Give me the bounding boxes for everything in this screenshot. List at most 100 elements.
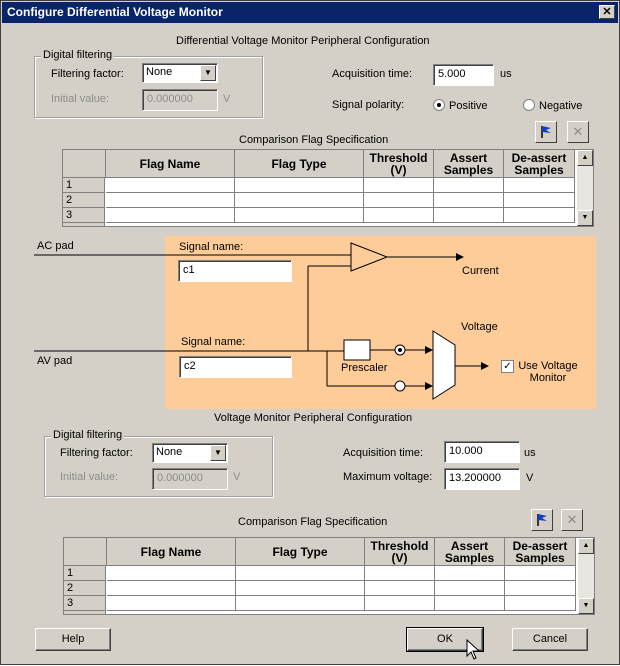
table-cell[interactable] [235, 193, 364, 208]
vm-heading: Voltage Monitor Peripheral Configuration [214, 412, 413, 424]
vm-corner-header [64, 538, 107, 566]
vm-col-flag-type[interactable]: Flag Type [236, 538, 365, 566]
vm-col-assert[interactable]: Assert Samples [435, 538, 505, 566]
table-cell[interactable] [435, 566, 505, 581]
dvm-col-assert[interactable]: Assert Samples [434, 150, 504, 178]
maximum-voltage-unit: V [526, 472, 534, 484]
table-cell[interactable] [107, 566, 236, 581]
vm-filtering-factor-select[interactable]: None ▼ [152, 443, 228, 463]
table-cell[interactable] [435, 581, 505, 596]
chevron-down-icon[interactable]: ▼ [200, 65, 216, 81]
table-cell[interactable] [365, 596, 435, 611]
table-row[interactable]: 3 [63, 208, 105, 223]
maximum-voltage-label: Maximum voltage: [343, 471, 433, 483]
table-cell[interactable] [236, 581, 365, 596]
vm-add-flag-button[interactable] [531, 509, 553, 531]
vm-delete-flag-button[interactable]: ✕ [561, 509, 583, 531]
vm-flag-heading: Comparison Flag Specification [238, 516, 388, 528]
table-cell[interactable] [505, 596, 576, 611]
table-cell[interactable] [364, 208, 434, 223]
table-cell[interactable] [434, 208, 504, 223]
dvm-flag-table[interactable]: Flag Name Flag Type Threshold (V) Assert… [62, 149, 594, 227]
vm-col-deassert[interactable]: De-assert Samples [505, 538, 576, 566]
dvm-digital-filtering-legend: Digital filtering [41, 49, 115, 61]
vm-initial-value-unit: V [233, 471, 241, 483]
table-cell[interactable] [505, 581, 576, 596]
vm-col-threshold[interactable]: Threshold (V) [365, 538, 435, 566]
table-cell[interactable] [107, 596, 236, 611]
vm-filtering-factor-value: None [156, 446, 183, 458]
dvm-filtering-factor-select[interactable]: None ▼ [142, 63, 218, 83]
table-cell[interactable] [106, 193, 235, 208]
polarity-negative-label[interactable]: Negative [539, 100, 583, 112]
scroll-down-icon[interactable]: ▼ [577, 210, 593, 226]
table-cell[interactable] [365, 566, 435, 581]
voltage-label: Voltage [461, 321, 498, 333]
scroll-up-icon[interactable]: ▲ [577, 150, 593, 166]
current-label: Current [462, 265, 499, 277]
table-row[interactable]: 1 [63, 178, 105, 193]
vm-acquisition-time-field[interactable]: 10.000 [444, 441, 520, 463]
dvm-col-flag-name[interactable]: Flag Name [106, 150, 235, 178]
table-cell[interactable] [505, 566, 576, 581]
dvm-flag-heading: Comparison Flag Specification [239, 134, 389, 146]
table-cell[interactable] [236, 596, 365, 611]
table-cell[interactable] [107, 581, 236, 596]
polarity-positive-label[interactable]: Positive [449, 100, 488, 112]
close-icon[interactable]: ✕ [599, 5, 615, 19]
dvm-col-deassert[interactable]: De-assert Samples [504, 150, 575, 178]
table-row[interactable] [64, 611, 106, 614]
maximum-voltage-field[interactable]: 13.200000 [444, 468, 520, 490]
signal-polarity-label: Signal polarity: [332, 99, 405, 111]
help-button[interactable]: Help [35, 628, 111, 651]
signal-name-input-2[interactable]: c2 [179, 356, 292, 378]
vm-flag-table[interactable]: Flag Name Flag Type Threshold (V) Assert… [63, 537, 595, 615]
dvm-col-flag-type[interactable]: Flag Type [235, 150, 364, 178]
mouse-cursor-icon [466, 639, 481, 660]
table-row[interactable]: 3 [64, 596, 106, 611]
dvm-acquisition-time-field[interactable]: 5.000 [433, 64, 494, 86]
polarity-negative-radio[interactable] [523, 99, 535, 111]
table-cell[interactable] [106, 178, 235, 193]
cancel-button[interactable]: Cancel [512, 628, 588, 651]
signal-name-input-1[interactable]: c1 [178, 260, 292, 282]
table-cell[interactable] [504, 193, 575, 208]
dvm-filtering-factor-value: None [146, 66, 173, 78]
table-cell[interactable] [434, 178, 504, 193]
table-cell[interactable] [504, 208, 575, 223]
table-cell[interactable] [235, 208, 364, 223]
vm-filtering-factor-label: Filtering factor: [60, 447, 133, 459]
polarity-positive-radio[interactable] [433, 99, 445, 111]
ok-button[interactable]: OK [406, 627, 484, 652]
dvm-add-flag-button[interactable] [535, 121, 557, 143]
dvm-delete-flag-button[interactable]: ✕ [567, 121, 589, 143]
use-voltage-monitor-label[interactable]: Use Voltage Monitor [518, 360, 578, 384]
table-cell[interactable] [364, 178, 434, 193]
table-cell[interactable] [435, 596, 505, 611]
vm-digital-filtering-legend: Digital filtering [51, 429, 125, 441]
table-cell[interactable] [235, 178, 364, 193]
table-row[interactable]: 1 [64, 566, 106, 581]
table-cell[interactable] [364, 193, 434, 208]
table-cell[interactable] [106, 208, 235, 223]
dvm-col-threshold[interactable]: Threshold (V) [364, 150, 434, 178]
scroll-down-icon[interactable]: ▼ [578, 598, 594, 614]
table-cell[interactable] [365, 581, 435, 596]
table-cell[interactable] [236, 566, 365, 581]
dvm-digital-filtering-group: Digital filtering [34, 49, 263, 118]
table-cell[interactable] [504, 178, 575, 193]
dvm-initial-value-label: Initial value: [51, 93, 110, 105]
table-cell[interactable] [434, 193, 504, 208]
dvm-acquisition-time-label: Acquisition time: [332, 68, 413, 80]
dvm-table-scrollbar[interactable]: ▲ ▼ [577, 150, 593, 226]
vm-col-flag-name[interactable]: Flag Name [107, 538, 236, 566]
chevron-down-icon[interactable]: ▼ [210, 445, 226, 461]
table-row[interactable] [63, 223, 105, 226]
table-row[interactable]: 2 [63, 193, 105, 208]
dvm-heading: Differential Voltage Monitor Peripheral … [176, 35, 430, 47]
scroll-up-icon[interactable]: ▲ [578, 538, 594, 554]
vm-table-scrollbar[interactable]: ▲ ▼ [578, 538, 594, 614]
use-voltage-monitor-checkbox[interactable]: ✓ [501, 360, 514, 373]
table-row[interactable]: 2 [64, 581, 106, 596]
